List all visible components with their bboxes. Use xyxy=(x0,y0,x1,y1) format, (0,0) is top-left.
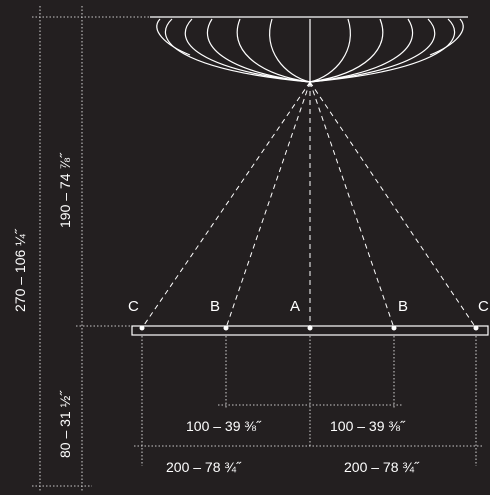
horizontal-dimension-lines xyxy=(134,336,484,466)
cable-c-right xyxy=(309,81,477,329)
cable-b-left xyxy=(225,81,311,329)
point-label-a: A xyxy=(290,298,300,315)
dim-inner-left: 100 – 39 ⅜˝ xyxy=(186,418,262,434)
suspension-cables xyxy=(141,81,477,329)
cable-c-left xyxy=(141,81,311,329)
dim-inner-right: 100 – 39 ⅜˝ xyxy=(330,418,406,434)
point-label-b-right: B xyxy=(398,298,408,315)
point-label-b-left: B xyxy=(210,298,220,315)
dim-total-height: 270 – 106 ¼˝ xyxy=(12,228,28,312)
light-bar xyxy=(131,325,489,336)
point-label-c-left: C xyxy=(128,298,139,315)
cable-b-right xyxy=(309,81,395,329)
lamp-shade xyxy=(150,16,468,83)
anchor-c-right xyxy=(473,325,479,331)
dim-outer-left: 200 – 78 ¾˝ xyxy=(166,459,242,475)
dim-suspension-height: 190 – 74 ⅞˝ xyxy=(57,152,73,228)
vertical-dimension-lines xyxy=(32,6,150,492)
anchor-b-left xyxy=(223,325,229,331)
shade-rim-left xyxy=(156,18,191,56)
dim-outer-right: 200 – 78 ¾˝ xyxy=(344,459,420,475)
point-label-c-right: C xyxy=(478,298,489,315)
shade-rim-right xyxy=(429,18,464,56)
anchor-c-left xyxy=(139,325,145,331)
anchor-a xyxy=(307,325,313,331)
anchor-b-right xyxy=(391,325,397,331)
dim-bar-height: 80 – 31 ½˝ xyxy=(57,390,73,458)
